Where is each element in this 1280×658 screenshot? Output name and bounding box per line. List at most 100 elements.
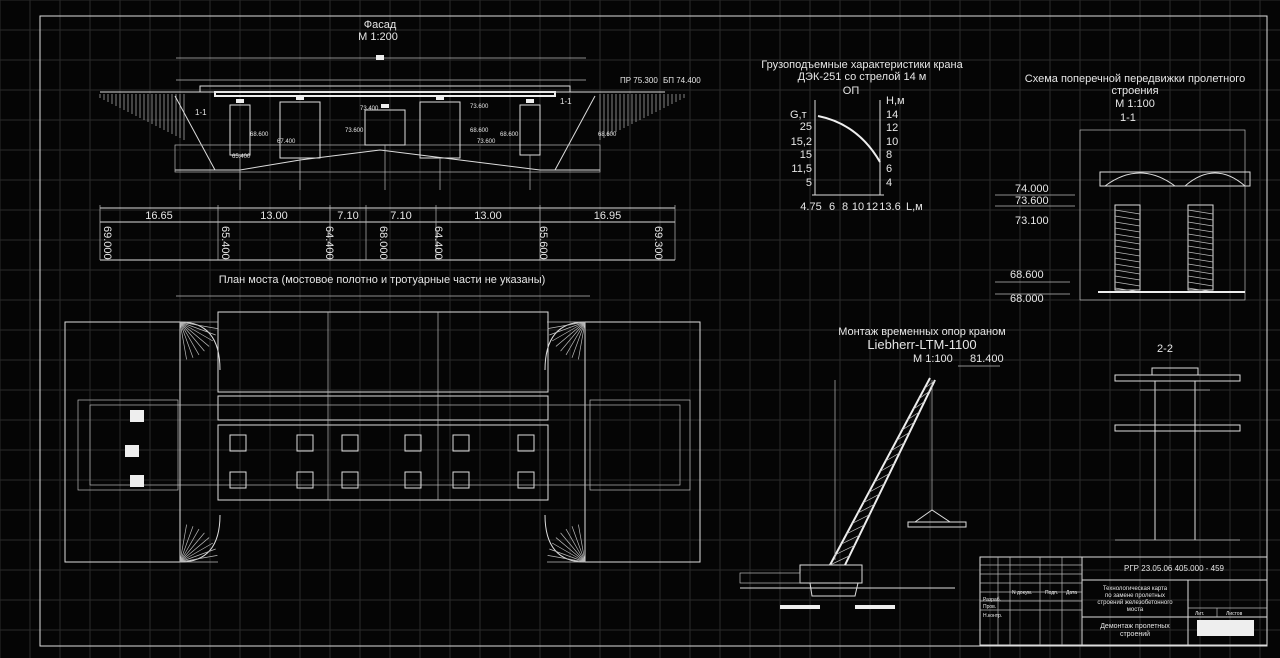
chart-title-1: Грузоподъемные характеристики крана bbox=[761, 59, 963, 71]
plan-pier-block bbox=[404, 434, 422, 452]
hatch-line bbox=[1114, 257, 1141, 263]
mount-title-2: Liebherr-LTM-1100 bbox=[867, 337, 976, 352]
plan-pier-block bbox=[404, 471, 422, 489]
level-top1: 73.400 bbox=[360, 106, 379, 112]
level-mid-2: 68.600 bbox=[470, 128, 489, 134]
plan-pier-block bbox=[452, 434, 470, 452]
y-right-tick-2: 10 bbox=[886, 136, 898, 148]
lattice-member bbox=[840, 534, 860, 545]
cone-hatch-line bbox=[551, 542, 586, 563]
lattice-member bbox=[918, 391, 930, 400]
y-left-tick-0: 25 bbox=[800, 121, 812, 133]
hatch-line bbox=[1187, 245, 1214, 251]
elevation-mark-6: 69.300 bbox=[652, 226, 664, 260]
load-curve bbox=[817, 115, 881, 163]
plan-marker bbox=[130, 410, 144, 422]
hatch-line bbox=[1187, 239, 1214, 245]
sheet-frame bbox=[39, 15, 1268, 647]
mount-scale: М 1:100 bbox=[913, 353, 953, 365]
plan-cone-hatch bbox=[179, 321, 586, 563]
elevation-mark-3: 68.000 bbox=[377, 226, 389, 260]
cone-hatch-line bbox=[555, 537, 586, 563]
span-dim-1: 13.00 bbox=[260, 210, 288, 222]
plan-pier-block bbox=[517, 434, 535, 452]
elevation-mark-0: 69.000 bbox=[101, 226, 113, 260]
plan-pier-block bbox=[296, 471, 314, 489]
left-embankment bbox=[99, 94, 185, 140]
crane-mount-view: Монтаж временных опор краном Liebherr-LT… bbox=[739, 326, 1006, 609]
span-dim-2: 7.10 bbox=[337, 210, 358, 222]
cone-hatch-line bbox=[179, 321, 218, 329]
cross-scheme: Схема поперечной передвижки пролетного с… bbox=[995, 73, 1251, 305]
lattice-member bbox=[857, 504, 875, 514]
y-right-tick-3: 8 bbox=[886, 149, 892, 161]
right-embankment bbox=[599, 94, 685, 140]
cone-hatch-line bbox=[571, 321, 586, 358]
stamp-row-razrab: Разраб. bbox=[983, 597, 1001, 603]
stamp-col-list: Листов bbox=[1226, 611, 1243, 617]
facade-title: Фасад bbox=[364, 19, 397, 31]
mount-level: 81.400 bbox=[970, 353, 1004, 365]
cone-hatch-line bbox=[578, 321, 586, 360]
hatch-line bbox=[1114, 245, 1141, 251]
elevation-mark-1: 65.400 bbox=[219, 226, 231, 260]
chart-x-label: L,м bbox=[906, 201, 923, 213]
hatch-line bbox=[1187, 251, 1214, 257]
plan-pier-block bbox=[517, 471, 535, 489]
mount-title-1: Монтаж временных опор краном bbox=[838, 326, 1005, 338]
scheme-level-low-1: 68.000 bbox=[1010, 293, 1044, 305]
scheme-pier-hatch bbox=[1114, 209, 1214, 293]
hatch-line bbox=[1187, 281, 1214, 287]
lattice-member bbox=[896, 432, 910, 441]
plan-marker bbox=[125, 445, 139, 457]
cone-hatch-line bbox=[179, 321, 194, 358]
chart-title-2: ДЭК-251 со стрелой 14 м bbox=[798, 71, 927, 83]
pier-cap bbox=[236, 99, 244, 103]
pier-cap bbox=[526, 99, 534, 103]
cone-hatch-line bbox=[565, 528, 586, 563]
plan-pier-blocks bbox=[125, 312, 535, 500]
lattice-member bbox=[846, 524, 865, 535]
hatch-line bbox=[1187, 233, 1214, 239]
plan-pier-block bbox=[341, 471, 359, 489]
hatch-line bbox=[1187, 209, 1214, 215]
x-tick-4: 12 bbox=[866, 201, 878, 213]
plan-title: План моста (мостовое полотно и тротуарны… bbox=[219, 274, 546, 286]
chart-y-right-label: H,м bbox=[886, 95, 905, 107]
plan-marker bbox=[130, 475, 144, 487]
pier bbox=[519, 104, 541, 156]
lattice-member bbox=[835, 545, 855, 555]
hatch-line bbox=[1187, 275, 1214, 281]
crane-chart: Грузоподъемные характеристики крана ДЭК-… bbox=[761, 59, 963, 213]
hatch-line bbox=[1187, 221, 1214, 227]
lattice-member bbox=[868, 483, 885, 493]
stamp-col-date: Дата bbox=[1066, 590, 1077, 596]
pier bbox=[364, 109, 406, 146]
stamp-row-prov: Пров. bbox=[983, 604, 996, 610]
hatch-line bbox=[1114, 227, 1141, 233]
lattice-member bbox=[890, 442, 905, 452]
cone-hatch-line bbox=[179, 321, 210, 347]
bridge-plan: План моста (мостовое полотно и тротуарны… bbox=[64, 274, 701, 563]
cone-hatch-line bbox=[179, 524, 187, 563]
x-tick-2: 8 bbox=[842, 201, 848, 213]
stamp-col-sign: Подп. bbox=[1045, 590, 1058, 596]
plan-pier-block bbox=[341, 434, 359, 452]
boom-lattice bbox=[829, 380, 935, 566]
lattice-member bbox=[885, 452, 900, 462]
section-right: 1-1 bbox=[560, 97, 572, 106]
cone-hatch-line bbox=[179, 321, 216, 336]
hatch-line bbox=[1114, 269, 1141, 275]
y-right-tick-4: 6 bbox=[886, 163, 892, 175]
facade-view: Фасад М 1:200 ПР 75.300 БП 74.400 1-1 1-… bbox=[99, 19, 701, 261]
x-tick-3: 10 bbox=[852, 201, 864, 213]
hatch-line bbox=[1114, 239, 1141, 245]
cone-hatch-line bbox=[549, 548, 586, 563]
section22-label: 2-2 bbox=[1157, 343, 1173, 355]
scheme-level-0: 74.000 bbox=[1015, 183, 1049, 195]
hatch-line bbox=[1114, 263, 1141, 269]
y-right-tick-5: 4 bbox=[886, 177, 892, 189]
